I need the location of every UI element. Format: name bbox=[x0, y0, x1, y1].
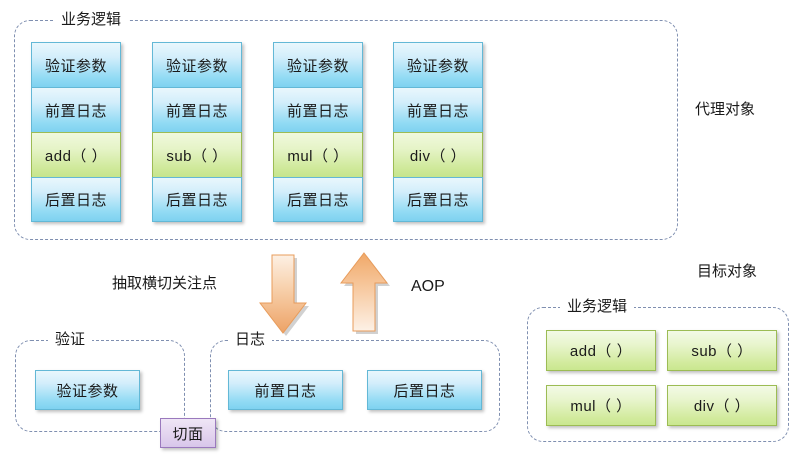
proxy-cell-validate-params: 验证参数 bbox=[393, 42, 483, 87]
proxy-cell-validate-params: 验证参数 bbox=[152, 42, 242, 87]
target-method-sub: sub（ ） bbox=[667, 330, 777, 371]
proxy-cell-after-log: 后置日志 bbox=[273, 177, 363, 222]
proxy-cell-validate-params: 验证参数 bbox=[273, 42, 363, 87]
proxy-cell-method: add（ ） bbox=[31, 132, 121, 177]
target-method-div: div（ ） bbox=[667, 385, 777, 426]
proxy-stack-sub: 验证参数 前置日志 sub（ ） 后置日志 bbox=[152, 42, 242, 222]
proxy-cell-after-log: 后置日志 bbox=[393, 177, 483, 222]
logging-aspect-group bbox=[210, 340, 500, 432]
target-object-group bbox=[527, 307, 789, 442]
proxy-cell-after-log: 后置日志 bbox=[152, 177, 242, 222]
proxy-cell-before-log: 前置日志 bbox=[152, 87, 242, 132]
proxy-cell-after-log: 后置日志 bbox=[31, 177, 121, 222]
target-method-add: add（ ） bbox=[546, 330, 656, 371]
target-object-side-label: 目标对象 bbox=[697, 263, 758, 280]
proxy-stack-add: 验证参数 前置日志 add（ ） 后置日志 bbox=[31, 42, 121, 222]
proxy-object-group-label: 业务逻辑 bbox=[54, 11, 129, 29]
aspect-box-before-log: 前置日志 bbox=[228, 370, 343, 410]
proxy-stack-div: 验证参数 前置日志 div（ ） 后置日志 bbox=[393, 42, 483, 222]
aspect-box-validate-params: 验证参数 bbox=[35, 370, 140, 410]
proxy-cell-before-log: 前置日志 bbox=[273, 87, 363, 132]
proxy-stack-mul: 验证参数 前置日志 mul（ ） 后置日志 bbox=[273, 42, 363, 222]
logging-aspect-group-label: 日志 bbox=[228, 331, 273, 349]
proxy-cell-validate-params: 验证参数 bbox=[31, 42, 121, 87]
aop-up-arrow bbox=[339, 252, 390, 334]
aspect-badge: 切面 bbox=[160, 418, 216, 448]
extract-down-arrow bbox=[258, 254, 309, 336]
extract-concerns-label: 抽取横切关注点 bbox=[112, 275, 218, 292]
target-object-group-label: 业务逻辑 bbox=[560, 298, 635, 316]
proxy-object-side-label: 代理对象 bbox=[695, 101, 756, 118]
target-method-mul: mul（ ） bbox=[546, 385, 656, 426]
aspect-box-after-log: 后置日志 bbox=[367, 370, 482, 410]
proxy-object-group bbox=[14, 20, 678, 240]
validation-aspect-group bbox=[15, 340, 185, 432]
proxy-cell-method: sub（ ） bbox=[152, 132, 242, 177]
proxy-cell-before-log: 前置日志 bbox=[393, 87, 483, 132]
proxy-cell-before-log: 前置日志 bbox=[31, 87, 121, 132]
validation-aspect-group-label: 验证 bbox=[48, 331, 93, 349]
aop-label: AOP bbox=[411, 278, 445, 295]
proxy-cell-method: div（ ） bbox=[393, 132, 483, 177]
proxy-cell-method: mul（ ） bbox=[273, 132, 363, 177]
